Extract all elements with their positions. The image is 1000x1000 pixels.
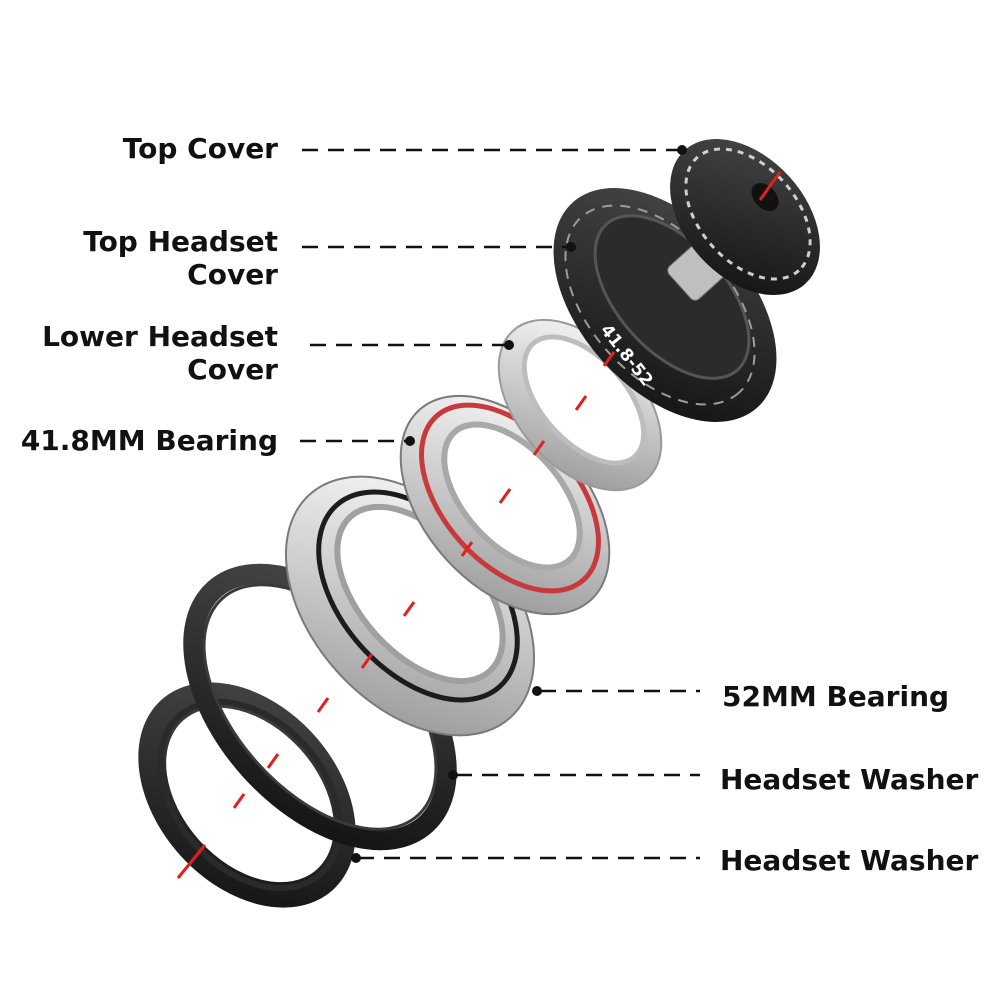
label-52mm-bearing: 52MM Bearing xyxy=(722,680,950,713)
label-top-cover: Top Cover xyxy=(122,132,278,165)
leader-lines xyxy=(300,148,700,860)
leader-dots xyxy=(351,145,687,863)
label-41-8mm-bearing: 41.8MM Bearing xyxy=(20,424,278,457)
headset-washer-lower-part xyxy=(138,682,356,908)
label-headset-washer-upper: Headset Washer xyxy=(720,763,979,796)
label-top-headset-cover: Top Headset Cover xyxy=(83,225,278,291)
label-lower-headset-cover: Lower Headset Cover xyxy=(42,320,278,386)
top-cover-part xyxy=(670,138,820,296)
label-headset-washer-lower: Headset Washer xyxy=(720,844,979,877)
assembly-axis-line xyxy=(176,171,782,879)
